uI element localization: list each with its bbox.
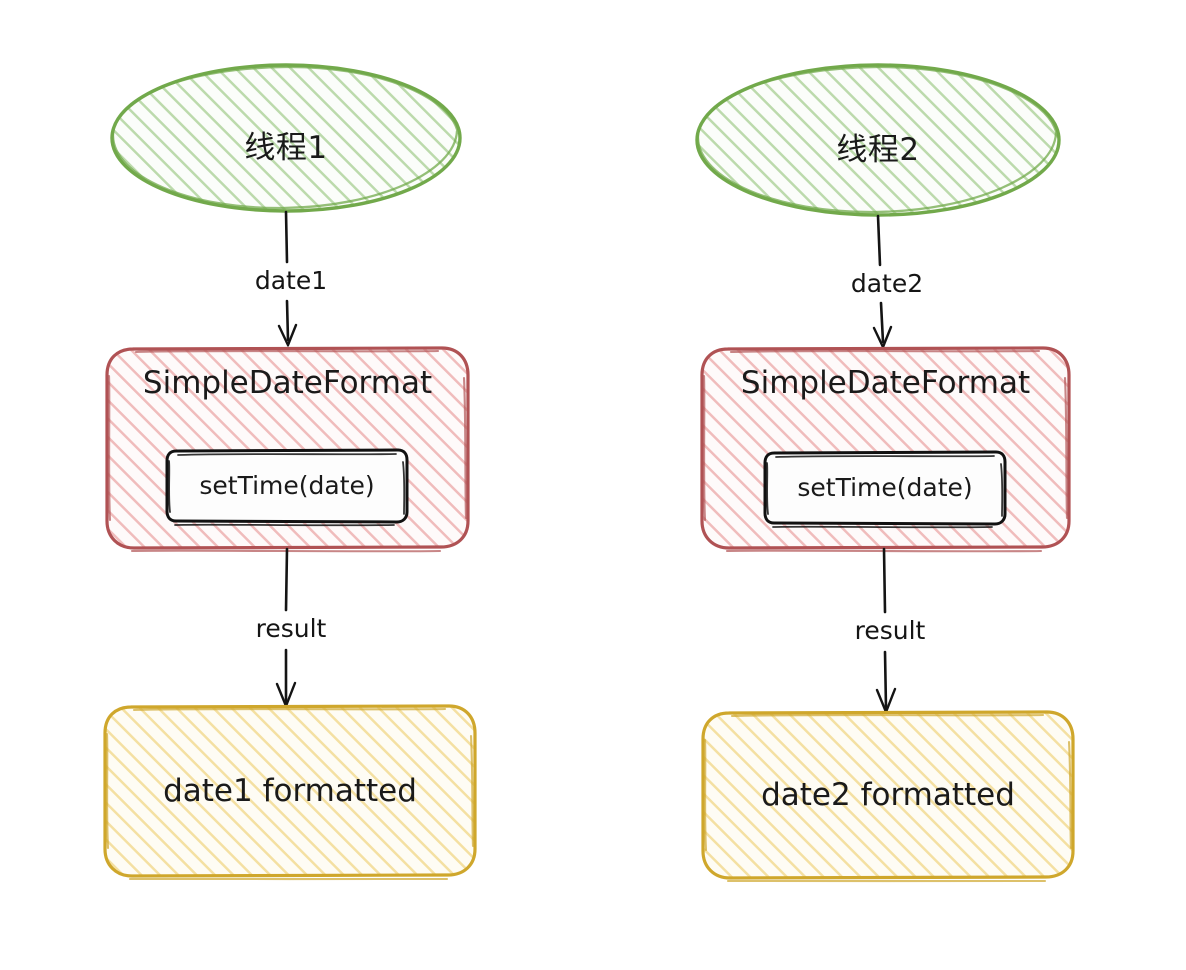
edge-date1: [277, 210, 298, 347]
edge-date2: [872, 214, 893, 349]
format-node-box-1[interactable]: [105, 346, 470, 553]
thread-node-ellipse-2[interactable]: [695, 63, 1061, 217]
thread-node-ellipse-1[interactable]: [110, 63, 462, 213]
inner-node-settime-2[interactable]: [763, 450, 1007, 529]
edge-result-2: [875, 547, 897, 714]
result-node-box-1[interactable]: [103, 704, 477, 881]
result-node-box-2[interactable]: [701, 710, 1075, 883]
format-node-box-2[interactable]: [700, 346, 1071, 553]
inner-node-settime-1[interactable]: [165, 448, 409, 527]
edge-result-1: [275, 547, 297, 708]
